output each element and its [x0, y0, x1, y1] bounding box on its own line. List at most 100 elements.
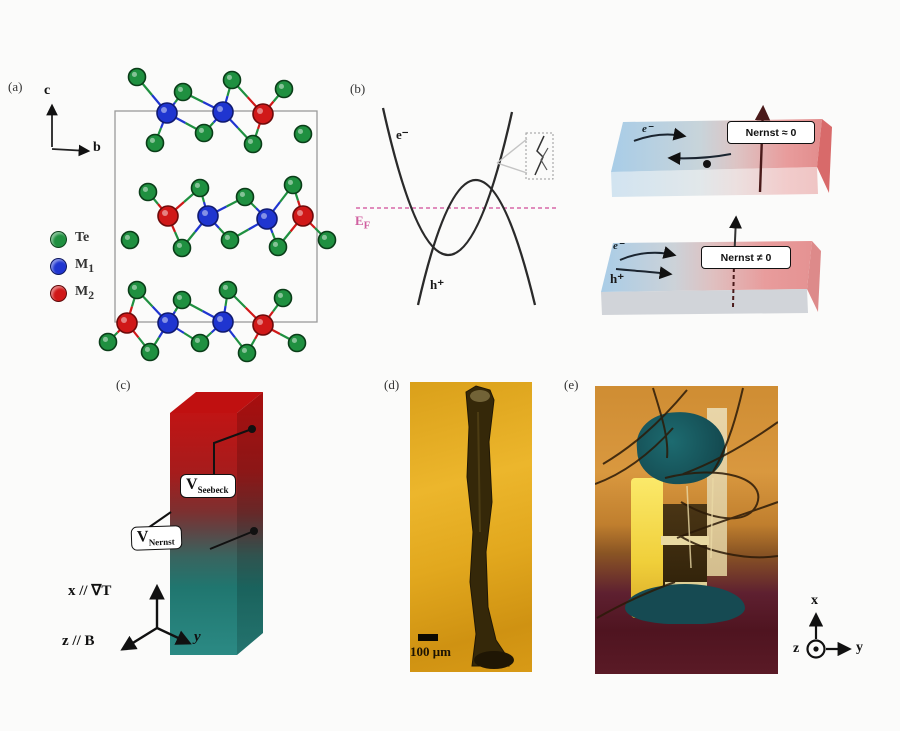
slab-end-face — [807, 241, 821, 312]
atom-te-highlight — [278, 83, 285, 89]
atom-te — [140, 342, 160, 362]
atom-te-highlight — [224, 234, 230, 240]
atom-te — [190, 333, 210, 353]
atom-lattice — [98, 67, 337, 363]
nernst-contact-dot — [250, 527, 258, 535]
atom-te-highlight — [198, 127, 204, 133]
atom-te — [293, 124, 313, 144]
crystal-needle-drawing — [465, 385, 514, 669]
atom-te — [194, 123, 214, 143]
atom-te — [220, 230, 240, 250]
atom-te-highlight — [142, 186, 148, 192]
atom-te-highlight — [241, 347, 247, 354]
te-atom-swatch — [50, 230, 67, 248]
photo-sample-setup — [595, 386, 778, 674]
atom-te-highlight — [297, 128, 304, 134]
slab2-hole-label: h⁺ — [610, 271, 625, 286]
atom-m2 — [252, 103, 274, 125]
scale-bar — [418, 634, 438, 641]
axis-z-label: z — [793, 641, 800, 656]
legend-item-te: Te — [50, 230, 89, 248]
atom-te — [190, 178, 210, 198]
nernst-nonzero-badge: Nernst ≠ 0 — [701, 246, 791, 269]
bar-side-face — [237, 392, 263, 655]
atom-m1 — [212, 101, 234, 123]
atom-te — [172, 290, 192, 310]
atom-te-highlight — [144, 346, 150, 353]
m2-atom-swatch — [50, 284, 67, 302]
atom-m1-highlight — [162, 317, 168, 323]
electron-flow-arrow — [619, 246, 677, 261]
panel-e-letter: (e) — [564, 377, 579, 392]
fermi-level-label: EF — [355, 213, 371, 232]
axis-x-label: x — [811, 593, 818, 608]
inset-connector-line — [496, 162, 528, 174]
atom-te — [127, 67, 147, 87]
atom-m1-highlight — [217, 106, 223, 112]
atom-te — [237, 343, 257, 363]
atom-m2 — [252, 314, 274, 336]
axis-b-arrow — [51, 144, 91, 157]
panel-b-band-diagram — [356, 107, 558, 306]
axis-y-arrow — [156, 626, 192, 645]
inset-band-zigzag — [540, 147, 549, 171]
slab1-electron-label: e⁻ — [642, 123, 653, 135]
legend-label: Te — [75, 230, 90, 246]
slab-end-face — [817, 119, 832, 193]
electron-backflow-arrow — [667, 152, 732, 166]
seebeck-contact-wire — [213, 428, 253, 476]
atom-m2-highlight — [257, 108, 263, 114]
atom-m1 — [156, 102, 178, 124]
atom-te — [98, 332, 118, 352]
axis-y-label: y — [194, 629, 201, 645]
slab-front-face — [611, 167, 818, 197]
atom-te — [283, 175, 303, 195]
atom-m2-highlight — [297, 210, 303, 216]
panel-c-measurement-geometry — [120, 392, 263, 655]
atom-m2 — [292, 205, 314, 227]
atom-te — [138, 182, 158, 202]
atom-te-highlight — [176, 294, 182, 301]
electron-ball — [703, 160, 711, 168]
axis-b-label: b — [93, 140, 101, 155]
atom-m1 — [212, 311, 234, 333]
panel-a-crystal-structure — [46, 67, 337, 363]
nernst-zero-badge: Nernst ≈ 0 — [727, 121, 815, 144]
seebeck-contact-dot — [248, 425, 256, 433]
panel-a-letter: (a) — [8, 79, 23, 94]
electron-band-label: e⁻ — [396, 127, 409, 142]
atom-te-highlight — [239, 191, 245, 197]
needle-crystal-shape — [465, 385, 510, 667]
crystal-base-shadow — [474, 651, 514, 669]
panel-b-letter: (b) — [350, 81, 366, 96]
atom-m1 — [256, 208, 278, 230]
atom-te-highlight — [272, 241, 279, 247]
legend-label: M2 — [75, 284, 95, 302]
panel-d-letter: (d) — [384, 377, 400, 392]
atom-m1 — [157, 312, 179, 334]
axis-z-B-label: z // B — [62, 633, 95, 649]
atom-te — [222, 70, 242, 90]
wires-overlay — [595, 387, 778, 619]
atom-te — [120, 230, 140, 250]
atom-te-highlight — [102, 336, 108, 343]
atom-te-highlight — [226, 74, 232, 80]
atom-te-highlight — [176, 242, 182, 248]
axis-z-B-arrow — [120, 626, 158, 651]
atom-te — [173, 82, 193, 102]
atom-te — [287, 333, 307, 353]
scale-bar-label: 100 μm — [410, 644, 451, 659]
atom-te — [145, 133, 165, 153]
atom-te-highlight — [194, 337, 200, 344]
atom-te-highlight — [287, 179, 294, 185]
atom-te — [243, 134, 263, 154]
atom-m1-highlight — [261, 213, 267, 219]
atom-te-highlight — [277, 292, 284, 299]
atom-m2-highlight — [257, 319, 263, 325]
atom-te-highlight — [149, 137, 155, 143]
hole-flow-arrow — [615, 266, 673, 280]
atom-te — [317, 230, 337, 250]
atom-te — [172, 238, 192, 258]
